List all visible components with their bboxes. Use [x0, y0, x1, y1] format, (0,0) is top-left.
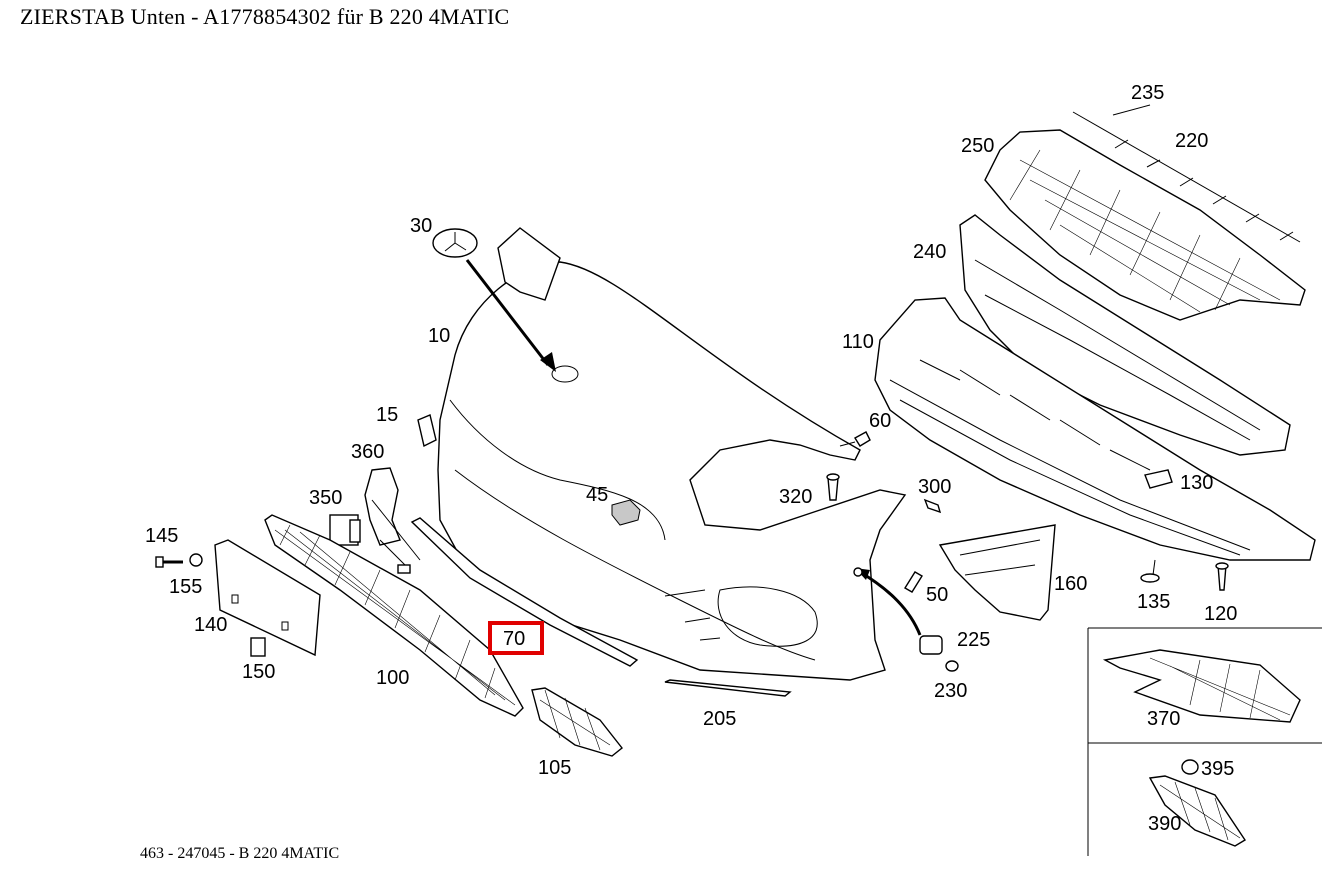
fastener-135[interactable] — [1140, 559, 1160, 583]
bolt-145[interactable] — [155, 556, 183, 568]
star-emblem-30[interactable] — [432, 228, 556, 372]
inset-panel — [1087, 627, 1322, 856]
label-10[interactable]: 10 — [428, 325, 450, 347]
ring-230[interactable] — [945, 660, 959, 672]
nut-155[interactable] — [189, 553, 203, 567]
trim-strip-235-220[interactable] — [1072, 104, 1301, 243]
label-150[interactable]: 150 — [242, 661, 275, 683]
energy-absorber-240[interactable] — [959, 214, 1291, 456]
label-50[interactable]: 50 — [926, 584, 948, 606]
bumper-cover-10[interactable] — [437, 261, 907, 681]
side-grille-105[interactable] — [531, 687, 623, 757]
side-grille-370[interactable] — [1102, 649, 1301, 723]
label-240[interactable]: 240 — [913, 241, 946, 263]
label-155[interactable]: 155 — [169, 576, 202, 598]
label-45[interactable]: 45 — [586, 484, 608, 506]
label-135[interactable]: 135 — [1137, 591, 1170, 613]
sleeve-50[interactable] — [904, 571, 923, 593]
clip-300[interactable] — [923, 498, 942, 514]
sensor-225[interactable] — [853, 567, 943, 655]
label-360[interactable]: 360 — [351, 441, 384, 463]
label-390[interactable]: 390 — [1148, 813, 1181, 835]
deflector-160[interactable] — [938, 524, 1056, 621]
label-70[interactable]: 70 — [503, 628, 525, 650]
clip-150[interactable] — [250, 637, 266, 657]
label-230[interactable]: 230 — [934, 680, 967, 702]
label-100[interactable]: 100 — [376, 667, 409, 689]
clip-15[interactable] — [417, 414, 437, 448]
label-130[interactable]: 130 — [1180, 472, 1213, 494]
lower-grille-100[interactable] — [264, 514, 524, 717]
nut-45[interactable] — [611, 499, 641, 526]
bracket-upper-left[interactable] — [497, 227, 561, 301]
label-15[interactable]: 15 — [376, 404, 398, 426]
clip-130[interactable] — [1144, 469, 1173, 489]
trim-strip-70[interactable] — [410, 517, 639, 667]
sensor-bracket-360[interactable] — [364, 467, 421, 574]
plate-holder-140[interactable] — [214, 539, 321, 657]
label-250[interactable]: 250 — [961, 135, 994, 157]
label-160[interactable]: 160 — [1054, 573, 1087, 595]
side-grille-390[interactable] — [1148, 775, 1246, 847]
label-370[interactable]: 370 — [1147, 708, 1180, 730]
highlight-box — [488, 621, 544, 655]
label-205[interactable]: 205 — [703, 708, 736, 730]
label-60[interactable]: 60 — [869, 410, 891, 432]
underbody-panel-110[interactable] — [874, 297, 1316, 561]
label-395[interactable]: 395 — [1201, 758, 1234, 780]
label-320[interactable]: 320 — [779, 486, 812, 508]
trim-strip-205[interactable] — [664, 679, 792, 697]
clip-320[interactable] — [826, 473, 840, 501]
fastener-120[interactable] — [1215, 562, 1229, 591]
label-140[interactable]: 140 — [194, 614, 227, 636]
page-title: ZIERSTAB Unten - A1778854302 für B 220 4… — [20, 4, 510, 29]
clip-395[interactable] — [1181, 759, 1199, 775]
module-350[interactable] — [329, 514, 361, 546]
upper-grille-support-250[interactable] — [984, 129, 1306, 321]
label-145[interactable]: 145 — [145, 525, 178, 547]
screw-60[interactable] — [839, 431, 871, 447]
label-300[interactable]: 300 — [918, 476, 951, 498]
label-120[interactable]: 120 — [1204, 603, 1237, 625]
label-350[interactable]: 350 — [309, 487, 342, 509]
diagram-footer: 463 - 247045 - B 220 4MATIC — [140, 845, 340, 862]
label-105[interactable]: 105 — [538, 757, 571, 779]
label-30[interactable]: 30 — [410, 215, 432, 237]
label-235[interactable]: 235 — [1131, 82, 1164, 104]
label-110[interactable]: 110 — [842, 331, 874, 353]
label-225[interactable]: 225 — [957, 629, 990, 651]
label-220[interactable]: 220 — [1175, 130, 1208, 152]
